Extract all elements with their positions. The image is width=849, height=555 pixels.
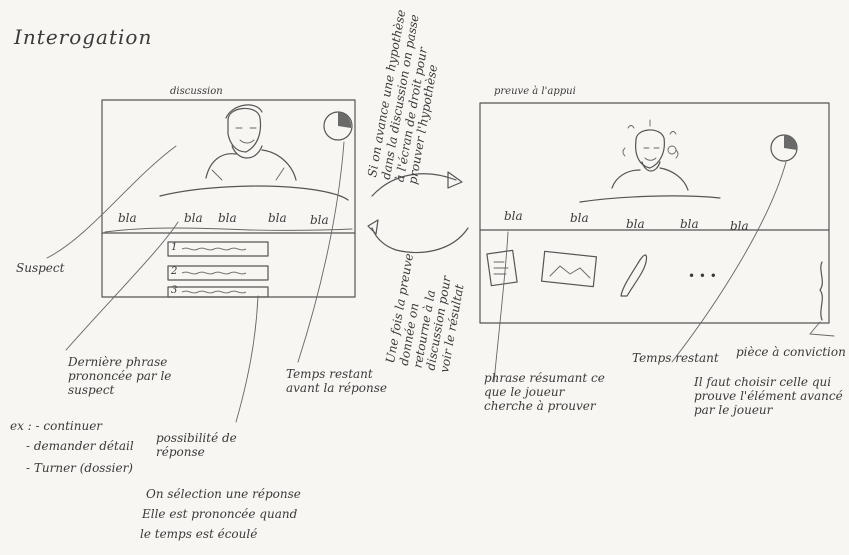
answer-number: 1	[171, 242, 177, 254]
left-dialogue-word: bla	[184, 212, 203, 226]
selection-line: Elle est prononcée quand	[142, 508, 297, 522]
selection-line: On sélection une réponse	[146, 488, 301, 502]
right-screen-frame	[480, 103, 829, 323]
example-line: - demander détail	[26, 440, 134, 454]
evidence-document[interactable]	[487, 250, 517, 285]
left-dialogue-word: bla	[118, 212, 137, 226]
answer-number: 2	[171, 266, 177, 278]
evidence-photo[interactable]	[542, 251, 597, 286]
possibility-note: possibilité de réponse	[156, 432, 256, 460]
example-line: - Turner (dossier)	[26, 462, 133, 476]
answer-number: 3	[171, 285, 177, 297]
evidence-knife[interactable]	[621, 255, 647, 296]
suspect-portrait-sweating	[580, 120, 720, 202]
exhibit-note: Il faut choisir celle qui prouve l'éléme…	[694, 376, 844, 417]
suspect-portrait	[160, 105, 348, 200]
selection-line: le temps est écoulé	[140, 528, 257, 542]
right-dialogue-word: bla	[730, 220, 749, 234]
right-dialogue-word: bla	[570, 212, 589, 226]
last-phrase-note: Dernière phrase prononcée par le suspect	[68, 356, 218, 397]
time-left-label: Temps restant	[632, 352, 719, 366]
left-screen	[102, 100, 355, 297]
right-dialogue-word: bla	[626, 218, 645, 232]
example-line: ex : - continuer	[10, 420, 102, 434]
evidence-bracket	[820, 262, 822, 320]
phrase-summary-note: phrase résumant ce que le joueur cherche…	[484, 372, 614, 413]
exhibit-label: pièce à conviction	[736, 346, 846, 360]
page-title: Interogation	[14, 26, 152, 49]
left-dialogue-word: bla	[218, 212, 237, 226]
right-panel-label: preuve à l'appui	[494, 86, 576, 98]
right-dialogue-word: bla	[504, 210, 523, 224]
suspect-label: Suspect	[16, 262, 64, 276]
right-dialogue-word: bla	[680, 218, 699, 232]
left-dialogue-word: bla	[310, 214, 329, 228]
right-screen	[480, 103, 829, 323]
time-left-answer-note: Temps restant avant la réponse	[286, 368, 396, 396]
evidence-more-indicator: • • •	[688, 270, 717, 284]
left-panel-label: discussion	[170, 86, 223, 98]
left-dialogue-word: bla	[268, 212, 287, 226]
